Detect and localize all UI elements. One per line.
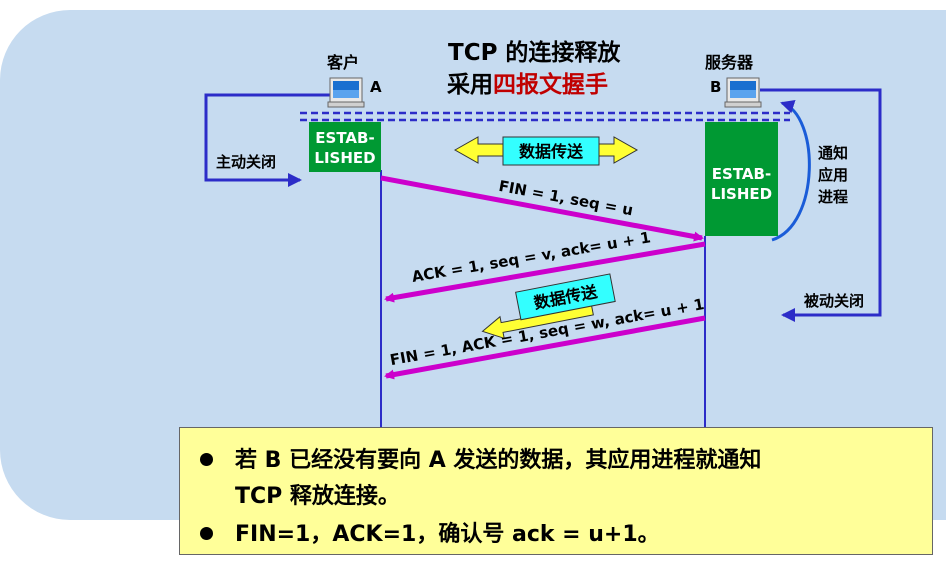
note-bullet-2-text: FIN=1，ACK=1，确认号 ack = u+1。 [235, 522, 660, 547]
bullet-icon [200, 526, 213, 540]
server-computer-icon [724, 77, 762, 108]
diagram-subtitle: 采用四报文握手 [447, 65, 608, 99]
bullet-icon [200, 452, 213, 466]
passive-close-path [760, 88, 882, 322]
subtitle-highlight: 四报文握手 [493, 72, 608, 98]
note-bullet-1-text: 若 B 已经没有要向 A 发送的数据，其应用进程就通知 [235, 448, 762, 473]
server-state-line2: LISHED [710, 185, 773, 203]
notify-curve-arrow [771, 99, 811, 242]
note-bullet-1: 若 B 已经没有要向 A 发送的数据，其应用进程就通知 [200, 442, 761, 474]
diagram-title: TCP 的连接释放 [448, 40, 621, 66]
client-state-line2: LISHED [314, 149, 376, 167]
client-state-box: ESTAB- LISHED [309, 122, 381, 172]
client-computer-icon [327, 77, 365, 108]
active-close-path [204, 93, 330, 187]
data-transfer-arrow-1: 数据传送 [453, 136, 639, 166]
explanation-note: 若 B 已经没有要向 A 发送的数据，其应用进程就通知 TCP 释放连接。 FI… [179, 427, 933, 555]
server-letter: B [710, 78, 722, 96]
server-notify-line1: 通知 [818, 144, 849, 162]
client-state-line1: ESTAB- [315, 129, 375, 147]
server-action-label: 被动关闭 [804, 292, 865, 310]
server-name: 服务器 [705, 53, 754, 72]
data-transfer-box-1 [502, 136, 600, 166]
server-notify-line3: 进程 [818, 188, 849, 206]
server-state-box: ESTAB- LISHED [705, 122, 778, 236]
fin2-arrow [384, 315, 706, 380]
data-transfer-label-1: 数据传送 [519, 142, 584, 161]
note-bullet-1-continuation: TCP 释放连接。 [235, 484, 400, 509]
subtitle-prefix: 采用 [447, 72, 493, 98]
data-transfer-arrow-2: 数据传送 [481, 273, 616, 340]
note-bullet-2: FIN=1，ACK=1，确认号 ack = u+1。 [200, 516, 660, 548]
server-notify-line2: 应用 [818, 166, 849, 184]
client-action-label: 主动关闭 [216, 153, 277, 171]
data-transfer-box-2 [515, 273, 616, 321]
ack-arrow [384, 241, 706, 303]
client-name: 客户 [327, 53, 360, 72]
fin1-arrow [380, 175, 704, 242]
server-state-line1: ESTAB- [711, 165, 772, 183]
client-letter: A [370, 78, 382, 96]
